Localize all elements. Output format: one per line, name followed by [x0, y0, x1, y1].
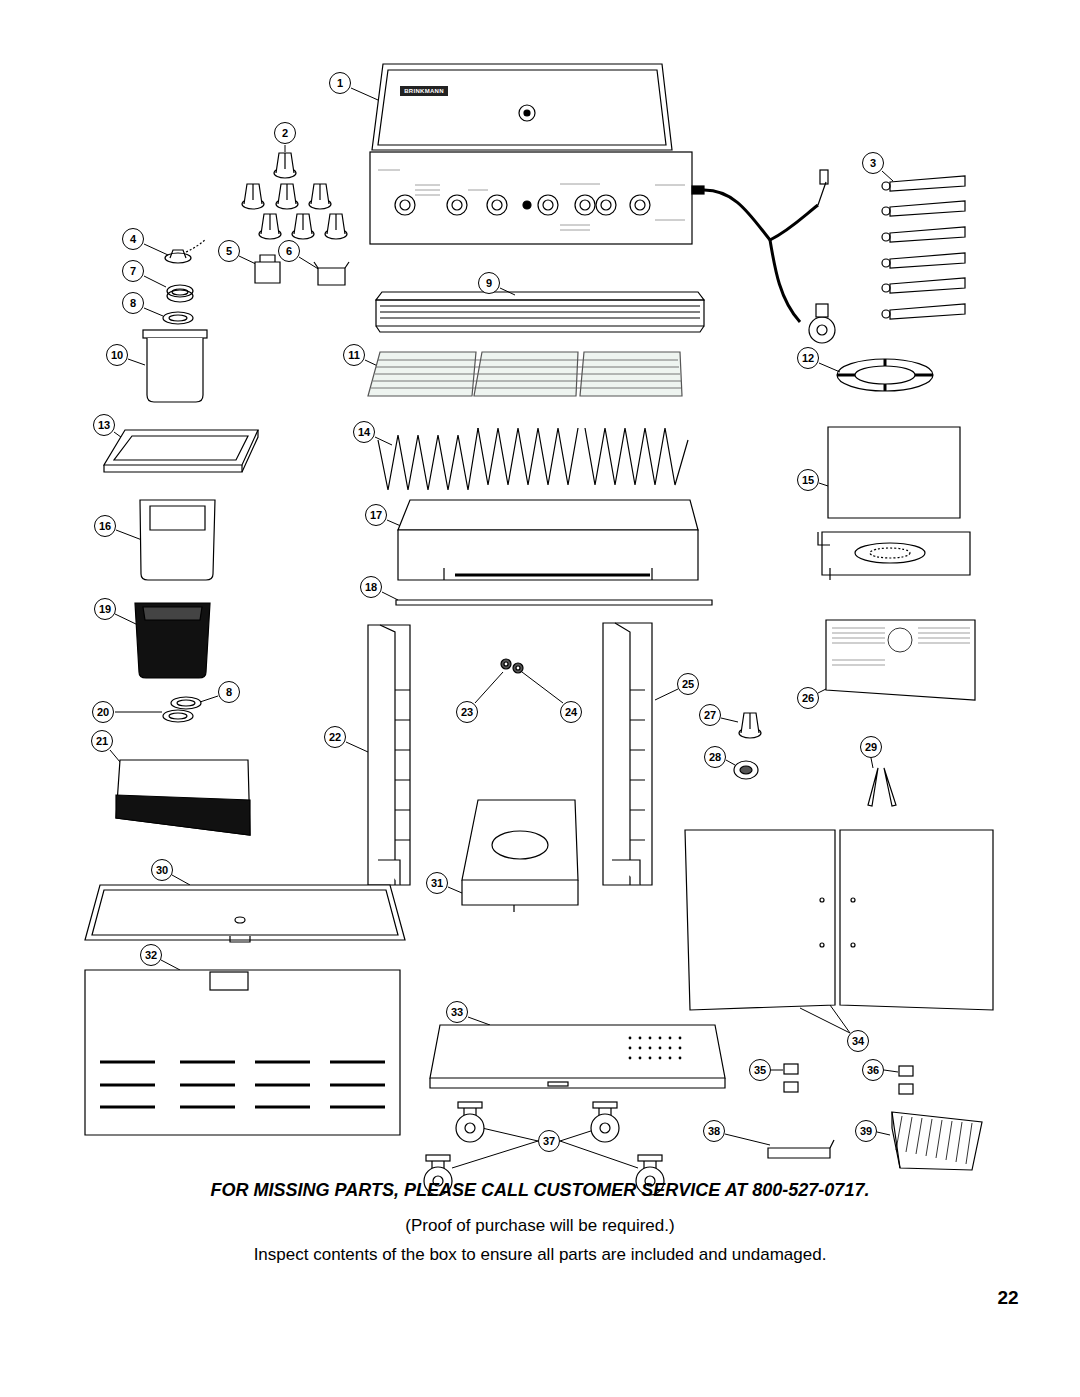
burner-tubes [882, 176, 965, 319]
callout-number: 29 [860, 736, 882, 758]
grill-head [370, 64, 692, 244]
storage-bin [140, 500, 215, 580]
cabinet-doors [685, 830, 993, 1010]
callout-number: 8 [122, 292, 144, 314]
callout-number: 4 [122, 228, 144, 250]
callout-number: 6 [278, 240, 300, 262]
callout-number: 10 [106, 344, 128, 366]
callout-number: 3 [862, 152, 884, 174]
top-panel [85, 885, 405, 942]
callout-number: 12 [797, 347, 819, 369]
callout-number: 38 [703, 1120, 725, 1142]
callout-number: 1 [329, 72, 351, 94]
page-number: 22 [997, 1287, 1018, 1309]
bracket-and-basket [768, 1112, 982, 1170]
back-panel [85, 970, 400, 1135]
callout-number: 35 [749, 1059, 771, 1081]
hinges [784, 1064, 913, 1094]
callout-number: 32 [140, 944, 162, 966]
callout-number: 21 [91, 730, 113, 752]
black-container [135, 603, 210, 678]
side-shelf-frame [104, 430, 258, 472]
rings [163, 697, 201, 722]
callout-number: 15 [797, 469, 819, 491]
warming-rack [376, 292, 704, 332]
side-burner [818, 427, 970, 580]
bottom-shelf [430, 1025, 725, 1088]
note-text: (Proof of purchase will be required.) [405, 1216, 674, 1236]
callout-number: 22 [324, 726, 346, 748]
callout-number: 20 [92, 701, 114, 723]
callout-number: 19 [94, 598, 116, 620]
callout-number: 2 [274, 122, 296, 144]
brand-badge: BRINKMANN [404, 88, 444, 94]
callout-number: 34 [847, 1030, 869, 1052]
gas-hose [692, 170, 835, 343]
callout-number: 26 [797, 687, 819, 709]
callout-number: 31 [426, 872, 448, 894]
label-plate [826, 620, 975, 700]
callout-number: 18 [360, 576, 382, 598]
callout-number: 25 [677, 673, 699, 695]
callout-number: 24 [560, 701, 582, 723]
callout-number: 14 [353, 421, 375, 443]
note-text: Inspect contents of the box to ensure al… [254, 1245, 827, 1265]
heat-tents [378, 428, 688, 490]
callout-number: 9 [478, 272, 500, 294]
fittings [501, 659, 523, 673]
callout-number: 8 [218, 681, 240, 703]
callout-number: 37 [538, 1130, 560, 1152]
callout-number: 23 [456, 701, 478, 723]
callout-number: 5 [218, 240, 240, 262]
callout-number: 13 [93, 414, 115, 436]
side-knob-parts [734, 713, 896, 806]
cart-frames [368, 623, 652, 885]
callout-number: 39 [855, 1120, 877, 1142]
tank-tray [462, 800, 578, 912]
front-shield [116, 760, 250, 835]
small-parts [163, 240, 349, 324]
grease-cup [143, 330, 207, 402]
side-burner-grate [837, 359, 933, 391]
callout-number: 7 [122, 260, 144, 282]
callout-number: 17 [365, 504, 387, 526]
notice-text: FOR MISSING PARTS, PLEASE CALL CUSTOMER … [211, 1180, 870, 1201]
callout-number: 16 [94, 515, 116, 537]
callout-number: 28 [704, 746, 726, 768]
firebox-bottom [398, 500, 698, 580]
support-rod [396, 600, 712, 605]
callout-number: 36 [862, 1059, 884, 1081]
control-knobs [242, 153, 347, 239]
cooking-grates [368, 352, 682, 396]
callout-number: 33 [446, 1001, 468, 1023]
callout-number: 11 [343, 344, 365, 366]
callout-number: 30 [151, 859, 173, 881]
callout-number: 27 [699, 704, 721, 726]
